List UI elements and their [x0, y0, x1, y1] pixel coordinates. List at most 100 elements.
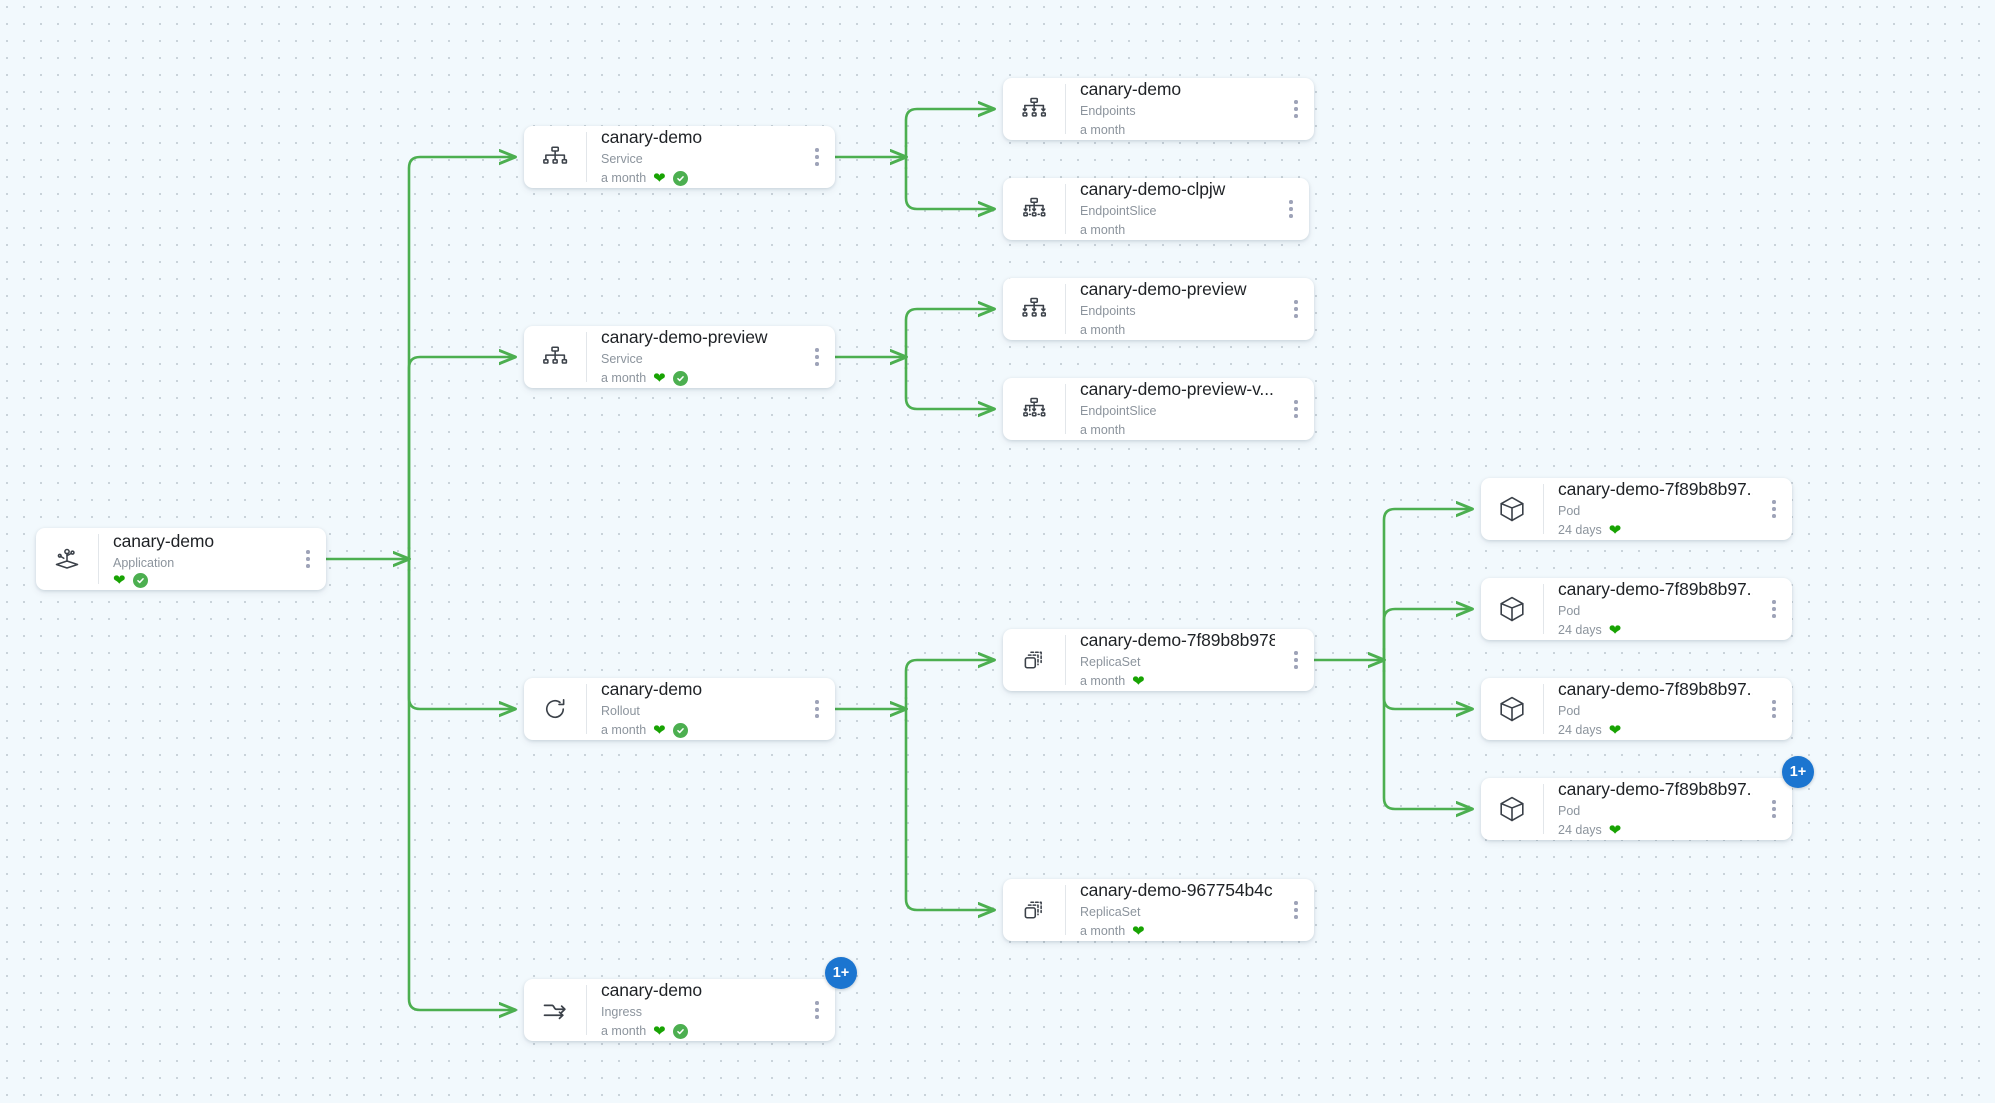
node-title: canary-demo — [601, 980, 703, 1000]
node-menu-button[interactable] — [1761, 578, 1787, 640]
node-kind: Ingress — [601, 1005, 642, 1019]
node-meta: 24 days❤ — [1558, 621, 1753, 639]
pod-icon — [1481, 478, 1543, 540]
node-age: a month — [1080, 223, 1126, 237]
node-kind: ReplicaSet — [1080, 905, 1141, 919]
node-kind: Service — [601, 152, 643, 166]
health-status-icon: ❤ — [653, 721, 666, 739]
sync-status-icon — [132, 572, 148, 588]
node-menu-button[interactable] — [804, 126, 830, 188]
node-age: a month — [601, 171, 647, 185]
node-menu-button[interactable] — [804, 678, 830, 740]
node-menu-button[interactable] — [804, 979, 830, 1041]
node-menu-button[interactable] — [295, 528, 321, 590]
health-status-icon: ❤ — [1608, 621, 1622, 639]
sync-status-icon — [672, 370, 688, 386]
tree-edge — [904, 366, 994, 409]
node-age: a month — [601, 723, 647, 737]
node-divider — [586, 684, 587, 734]
node-title: canary-demo-7f89b8b97... — [1558, 579, 1753, 599]
node-menu-button[interactable] — [804, 326, 830, 388]
node-age: a month — [1080, 323, 1126, 337]
node-age: 24 days — [1558, 523, 1602, 537]
node-divider — [586, 132, 587, 182]
tree-edge — [1382, 509, 1472, 651]
node-age: a month — [601, 371, 647, 385]
pod-icon — [1481, 778, 1543, 840]
node-age: a month — [1080, 924, 1126, 938]
node-title: canary-demo-clpjw — [1080, 179, 1226, 199]
node-title: canary-demo-7f89b8b97... — [1558, 779, 1753, 799]
service-icon — [524, 326, 586, 388]
replicaset-icon — [1003, 879, 1065, 941]
node-kind: Pod — [1558, 704, 1581, 718]
node-divider — [586, 985, 587, 1035]
tree-edge — [407, 568, 515, 1010]
node-menu-button[interactable] — [1283, 278, 1309, 340]
node-menu-button[interactable] — [1283, 78, 1309, 140]
node-title: canary-demo — [601, 679, 703, 699]
endpointslice-icon — [1003, 378, 1065, 440]
tree-edge — [407, 357, 515, 550]
node-divider — [1065, 284, 1066, 334]
node-divider — [1065, 84, 1066, 134]
rollout-icon — [524, 678, 586, 740]
node-menu-button[interactable] — [1761, 678, 1787, 740]
node-menu-button[interactable] — [1283, 879, 1309, 941]
health-status-icon: ❤ — [1608, 521, 1622, 539]
node-kind: Rollout — [601, 704, 640, 718]
health-status-icon: ❤ — [1608, 821, 1622, 839]
node-menu-button[interactable] — [1761, 778, 1787, 840]
tree-edge — [407, 568, 515, 709]
node-divider — [1543, 584, 1544, 634]
sync-status-icon — [672, 170, 688, 186]
node-divider — [1065, 184, 1066, 234]
node-meta: 24 days❤ — [1558, 721, 1753, 739]
node-title: canary-demo-preview-v... — [1080, 379, 1274, 399]
node-kind: Endpoints — [1080, 104, 1136, 118]
node-meta: ❤ — [113, 571, 287, 588]
group-count-badge[interactable]: 1+ — [825, 957, 857, 989]
node-menu-button[interactable] — [1283, 629, 1309, 691]
health-status-icon: ❤ — [1608, 721, 1622, 739]
node-divider — [1065, 384, 1066, 434]
node-divider — [1065, 635, 1066, 685]
application-icon — [36, 528, 98, 590]
node-kind: Pod — [1558, 504, 1581, 518]
health-status-icon: ❤ — [113, 571, 126, 588]
node-divider — [1065, 885, 1066, 935]
tree-edge — [904, 166, 994, 209]
tree-edge — [904, 660, 994, 700]
node-age: a month — [1080, 674, 1126, 688]
node-menu-button[interactable] — [1761, 478, 1787, 540]
node-age: 24 days — [1558, 823, 1602, 837]
node-divider — [586, 332, 587, 382]
node-meta: 24 days ❤ — [1558, 821, 1753, 839]
node-menu-button[interactable] — [1283, 378, 1309, 440]
node-meta: a month — [1080, 121, 1275, 139]
node-menu-button[interactable] — [1278, 178, 1304, 240]
group-count-badge[interactable]: 1+ — [1782, 756, 1814, 788]
